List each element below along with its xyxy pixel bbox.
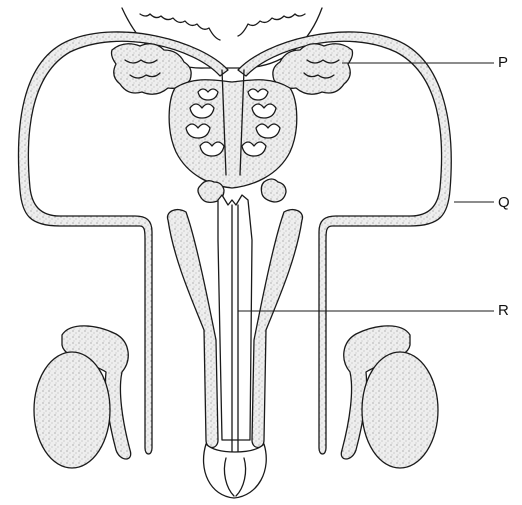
testis-left (34, 352, 110, 468)
label-p: P (498, 55, 508, 70)
bulbourethral-gland-right (261, 179, 286, 202)
testis-right (362, 352, 438, 468)
corpus-cavernosum-right (252, 210, 303, 448)
corpus-cavernosum-left (167, 210, 218, 448)
corpus-spongiosum (218, 195, 252, 440)
glans-penis (204, 444, 267, 498)
label-r: R (498, 303, 509, 318)
label-q: Q (498, 195, 510, 210)
